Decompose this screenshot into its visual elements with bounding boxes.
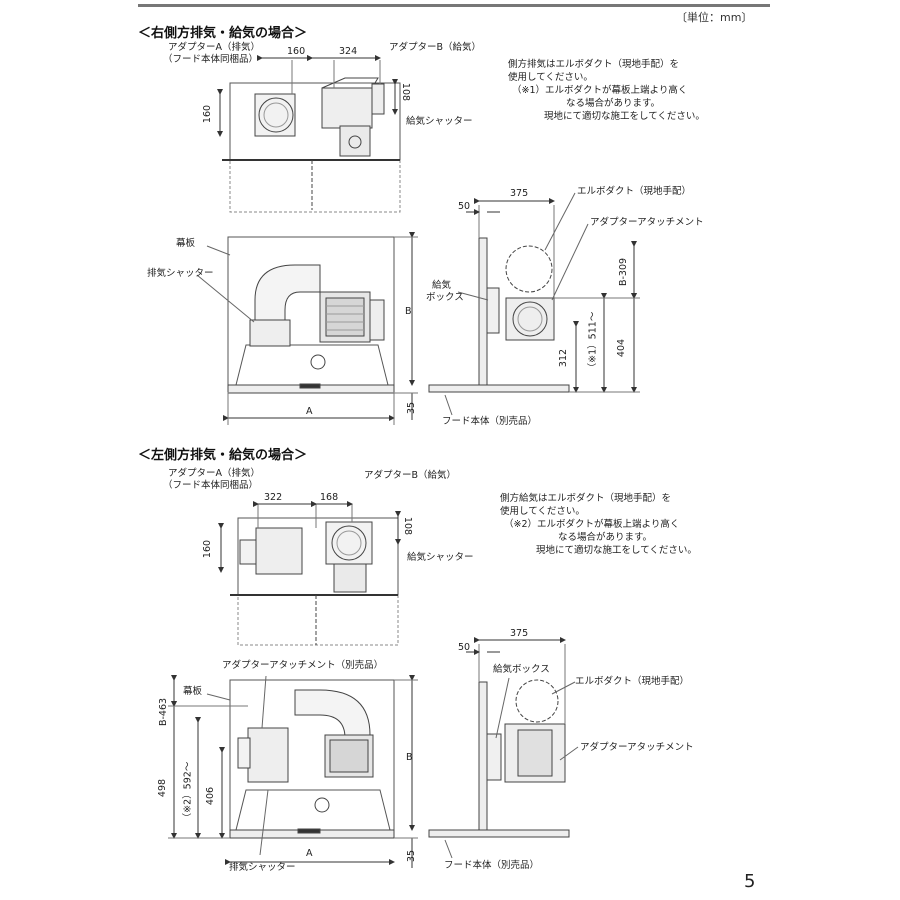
right-adapter-attachment-label: アダプターアタッチメント bbox=[590, 217, 704, 228]
right-note-line: 使用してください。 bbox=[508, 72, 593, 83]
left-dim-406: 406 bbox=[205, 786, 217, 806]
left-adapter-a-sub: （フード本体同梱品） bbox=[163, 480, 259, 491]
right-front-view bbox=[196, 232, 418, 425]
right-dim-375: 375 bbox=[510, 188, 529, 199]
left-front-view bbox=[168, 675, 418, 868]
right-curtain-board-label: 幕板 bbox=[176, 238, 196, 249]
right-adapter-b-label: アダプターB（給気） bbox=[389, 42, 482, 53]
left-dim-498: 498 bbox=[157, 778, 169, 798]
left-adapter-a-label: アダプターA（排気） bbox=[168, 468, 260, 479]
left-supply-shutter-label: 給気シャッター bbox=[407, 552, 474, 563]
left-dim-b: B bbox=[406, 752, 413, 763]
left-hood-body-label: フード本体（別売品） bbox=[444, 860, 540, 871]
right-note: 側方排気はエルボダクト（現地手配）を 使用してください。 （※1）エルボダクトが… bbox=[508, 58, 705, 123]
right-top-view bbox=[217, 55, 401, 213]
right-side-view bbox=[428, 192, 640, 416]
left-dim-35: 35 bbox=[406, 849, 418, 863]
left-adapter-attachment-sold-label: アダプターアタッチメント（別売品） bbox=[222, 660, 384, 671]
section-left-heading: ＜左側方排気・給気の場合＞ bbox=[138, 448, 308, 463]
left-note-line: なる場合があります。 bbox=[558, 532, 653, 543]
right-hood-body-label: フード本体（別売品） bbox=[442, 416, 538, 427]
left-dim-a: A bbox=[306, 848, 313, 859]
left-note-line: 側方給気はエルボダクト（現地手配）を bbox=[500, 493, 672, 504]
left-note-line: 現地にて適切な施工をしてください。 bbox=[536, 545, 697, 556]
left-dim-108: 108 bbox=[402, 516, 414, 536]
right-note-line: なる場合があります。 bbox=[566, 98, 661, 109]
right-dim-160-h: 160 bbox=[202, 104, 214, 124]
left-dim-b463: B-463 bbox=[158, 697, 170, 727]
left-adapter-attachment-label: アダプターアタッチメント bbox=[580, 742, 694, 753]
right-supply-box-label-2: ボックス bbox=[426, 292, 464, 303]
right-dim-404: 404 bbox=[616, 338, 628, 358]
unit-label: 〔単位：mm〕 bbox=[676, 11, 753, 24]
left-curtain-board-label: 幕板 bbox=[183, 686, 203, 697]
left-dim-592: （※2）592～ bbox=[182, 761, 194, 823]
right-dim-160-w: 160 bbox=[287, 46, 306, 57]
left-top-view bbox=[218, 501, 401, 646]
left-dim-168: 168 bbox=[320, 492, 339, 503]
top-rule bbox=[138, 4, 770, 7]
page-number: 5 bbox=[744, 871, 756, 892]
right-dim-312: 312 bbox=[558, 348, 570, 368]
left-dim-322: 322 bbox=[264, 492, 283, 503]
right-dim-a: A bbox=[306, 406, 313, 417]
right-exhaust-shutter-label: 排気シャッター bbox=[147, 268, 214, 279]
right-elbow-duct-label: エルボダクト（現地手配） bbox=[577, 186, 692, 197]
left-exhaust-shutter-label: 排気シャッター bbox=[229, 862, 296, 873]
left-elbow-duct-label: エルボダクト（現地手配） bbox=[575, 676, 690, 687]
left-side-view bbox=[428, 637, 579, 859]
right-supply-box-label: 給気 bbox=[432, 280, 452, 291]
left-dim-375: 375 bbox=[510, 628, 529, 639]
right-note-line: 側方排気はエルボダクト（現地手配）を bbox=[508, 59, 680, 70]
right-adapter-a-sub: （フード本体同梱品） bbox=[163, 54, 259, 65]
left-supply-box-label: 給気ボックス bbox=[493, 664, 550, 675]
right-dim-324: 324 bbox=[339, 46, 358, 57]
left-adapter-b-label: アダプターB（給気） bbox=[364, 470, 457, 481]
right-dim-511: （※1）511～ bbox=[587, 311, 599, 373]
right-note-line: 現地にて適切な施工をしてください。 bbox=[544, 111, 705, 122]
right-dim-50: 50 bbox=[458, 201, 471, 212]
left-note: 側方給気はエルボダクト（現地手配）を 使用してください。 （※2）エルボダクトが… bbox=[500, 492, 697, 557]
right-dim-35: 35 bbox=[406, 401, 418, 415]
right-dim-b: B bbox=[405, 306, 412, 317]
right-adapter-a-label: アダプターA（排気） bbox=[168, 42, 260, 53]
right-dim-b309: B-309 bbox=[618, 257, 630, 287]
right-note-line: （※1）エルボダクトが幕板上端より高く bbox=[512, 85, 688, 96]
left-dim-50: 50 bbox=[458, 642, 471, 653]
left-note-line: 使用してください。 bbox=[500, 506, 585, 517]
section-right-heading: ＜右側方排気・給気の場合＞ bbox=[138, 26, 308, 41]
left-note-line: （※2）エルボダクトが幕板上端より高く bbox=[504, 519, 680, 530]
left-dim-160-h: 160 bbox=[202, 539, 214, 559]
right-dim-108: 108 bbox=[400, 82, 412, 102]
right-supply-shutter-label: 給気シャッター bbox=[406, 116, 473, 127]
